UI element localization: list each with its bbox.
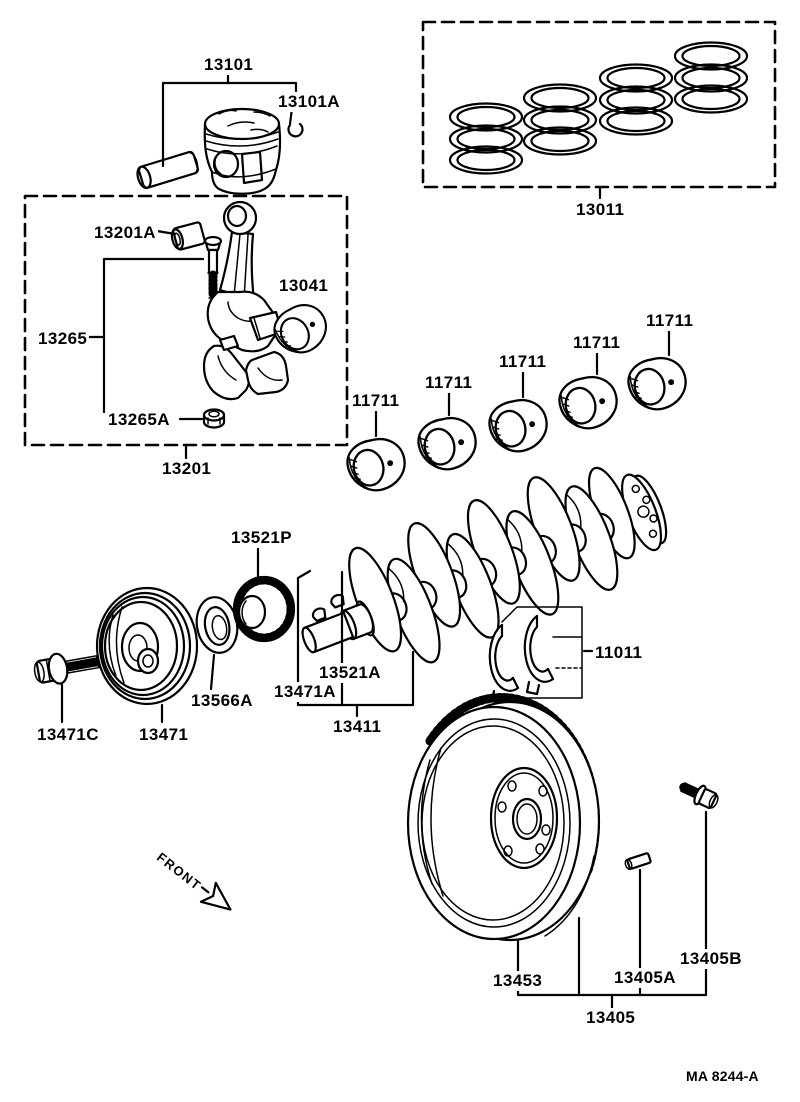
crankshaft-drawing [301, 466, 668, 664]
piston-pin-drawing [136, 150, 200, 190]
part-label-13041: 13041 [277, 276, 331, 296]
part-label-13405: 13405 [584, 1008, 638, 1028]
flywheel-bolt-drawing [679, 782, 719, 810]
crank-pulley-drawing [95, 586, 199, 706]
main-bearing-drawing [623, 352, 692, 416]
part-label-13471A: 13471A [272, 682, 338, 702]
piston-rings-drawing [448, 41, 749, 175]
part-label-13201A: 13201A [92, 223, 158, 243]
rod-bearing-drawing [266, 296, 336, 363]
part-label-13201: 13201 [160, 459, 214, 479]
part-label-13101A: 13101A [276, 92, 342, 112]
part-label-13453: 13453 [491, 971, 545, 991]
rod-nut-drawing [202, 408, 226, 429]
connecting-rod-drawing [202, 200, 290, 401]
oil-seal-spacer-drawing [195, 596, 239, 654]
front-label: FRONT [154, 849, 204, 893]
rod-bolt-drawing [203, 235, 223, 301]
pulley-bolt-drawing [33, 652, 104, 685]
thrust-washer-drawing [488, 623, 520, 705]
snap-ring-drawing [287, 122, 304, 138]
flywheel-drawing [406, 693, 601, 942]
part-label-13521P: 13521P [229, 528, 295, 548]
main-bearing-drawing [413, 412, 482, 476]
part-label-13405A: 13405A [612, 968, 678, 988]
thrust-washer-box [501, 606, 583, 699]
part-label-11711-1: 11711 [350, 391, 402, 411]
thrust-washer-drawing [523, 614, 555, 696]
part-label-13265: 13265 [36, 329, 90, 349]
part-label-13566A: 13566A [189, 691, 255, 711]
timing-gear-drawing [232, 575, 296, 643]
part-label-11711-4: 11711 [571, 333, 623, 353]
dowel-pin-drawing [624, 852, 652, 870]
rod-bush-drawing [170, 221, 206, 251]
figure-code: MA 8244-A [684, 1068, 761, 1084]
part-label-13405B: 13405B [678, 949, 744, 969]
part-label-11711-3: 11711 [497, 352, 549, 372]
part-label-11711-2: 11711 [423, 373, 475, 393]
part-label-13471: 13471 [137, 725, 191, 745]
part-label-13471C: 13471C [35, 725, 101, 745]
main-bearing-drawing [342, 433, 411, 497]
part-label-11011: 11011 [593, 643, 645, 663]
part-label-13101: 13101 [202, 55, 256, 75]
part-label-13411: 13411 [331, 717, 384, 737]
part-label-13521A: 13521A [317, 663, 383, 683]
part-label-13265A: 13265A [106, 410, 172, 430]
main-bearing-drawing [554, 371, 623, 435]
piston-ring-set-box [421, 20, 777, 189]
main-bearing-drawing [484, 394, 553, 458]
front-direction-arrow: FRONT [154, 849, 232, 911]
leader-lines [60, 70, 708, 1010]
part-label-11711-5: 11711 [644, 311, 696, 331]
piston-drawing [203, 107, 282, 195]
part-label-13011: 13011 [574, 200, 627, 220]
